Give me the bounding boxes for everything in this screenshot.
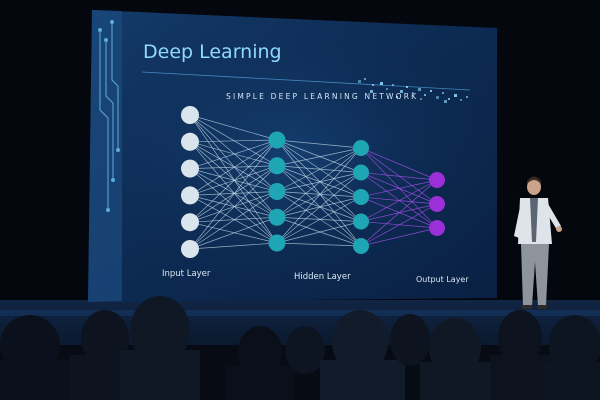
slide-title: Deep Learning: [143, 41, 282, 63]
network-edge: [360, 147, 438, 181]
hidden-2-node: [353, 189, 369, 205]
network-edge: [276, 147, 362, 244]
input-node: [181, 106, 199, 124]
network-edge: [189, 191, 278, 196]
network-edge: [276, 221, 362, 244]
network-edge: [276, 147, 362, 218]
network-edge: [189, 139, 278, 143]
network-edge: [276, 139, 362, 222]
dot-pattern-decoration: [358, 78, 468, 103]
network-edge: [360, 179, 438, 222]
network-edge: [276, 165, 362, 222]
network-edge: [189, 165, 278, 169]
hidden-2-node: [353, 164, 369, 181]
hidden-1-node: [268, 131, 286, 149]
network-edge: [276, 242, 362, 247]
output-node: [429, 196, 445, 212]
input-node: [181, 186, 199, 205]
network-edge: [276, 165, 362, 198]
network-edge: [276, 139, 362, 247]
network-edge: [276, 196, 362, 244]
network-edge: [360, 227, 438, 247]
presenter-trousers: [521, 244, 549, 306]
output-node: [429, 172, 445, 188]
network-edge: [189, 114, 278, 192]
network-edge: [276, 165, 362, 247]
input-node: [181, 159, 199, 178]
presenter: [514, 176, 562, 309]
network-edge: [276, 216, 362, 222]
network-edge: [276, 191, 362, 198]
title-underline: [141, 71, 471, 91]
network-edge: [189, 139, 278, 196]
output-node: [429, 220, 445, 236]
network-edge: [276, 191, 362, 222]
network-edge: [189, 114, 278, 167]
network-edge: [360, 203, 438, 247]
network-edge: [189, 195, 278, 244]
network-edge: [189, 168, 278, 218]
network-edge: [189, 221, 278, 244]
network-edge: [189, 114, 278, 141]
network-edge: [189, 168, 278, 244]
input-node: [181, 132, 199, 151]
network-edge: [276, 139, 362, 198]
network-edges: [189, 114, 438, 250]
network-edge: [189, 139, 278, 169]
network-edge: [189, 114, 278, 244]
hidden-1-node: [268, 208, 286, 226]
network-edge: [189, 168, 278, 192]
hidden-1-node: [268, 183, 286, 200]
network-edge: [189, 141, 278, 244]
network-edge: [276, 165, 362, 173]
network-edge: [189, 139, 278, 250]
presenter-head: [527, 179, 541, 195]
network-edge: [189, 195, 278, 218]
slide-side-panel: [88, 10, 122, 302]
hidden-layer-label: Hidden Layer: [294, 272, 351, 282]
hidden-1-node: [268, 157, 286, 175]
slide-subtitle: SIMPLE DEEP LEARNING NETWORK: [226, 92, 418, 101]
hidden-1-node: [268, 234, 286, 252]
network-edge: [276, 139, 362, 149]
network-edge: [276, 139, 362, 173]
hidden-2-node: [353, 140, 369, 156]
network-edge: [189, 141, 278, 167]
stage-edge: [0, 310, 600, 316]
network-edge: [189, 165, 278, 196]
audience-silhouettes: [0, 296, 600, 400]
hidden-2-node: [353, 238, 369, 254]
network-edge: [189, 242, 278, 250]
input-layer-label: Input Layer: [162, 269, 211, 279]
output-layer-label: Output Layer: [416, 275, 469, 284]
network-edge: [189, 216, 278, 223]
network-edge: [276, 172, 362, 244]
network-edge: [189, 139, 278, 223]
network-edge: [276, 147, 362, 167]
network-edge: [276, 172, 362, 192]
network-edge: [189, 141, 278, 218]
network-edge: [276, 191, 362, 247]
network-edge: [189, 114, 278, 218]
network-edge: [189, 165, 278, 250]
network-edge: [189, 216, 278, 250]
network-edge: [360, 179, 438, 247]
network-edge: [276, 196, 362, 218]
input-node: [181, 213, 199, 232]
input-node: [181, 240, 199, 258]
network-edge: [360, 179, 438, 198]
network-edge: [276, 216, 362, 247]
hidden-2-node: [353, 213, 369, 230]
network-edge: [276, 147, 362, 192]
network-edge: [189, 141, 278, 192]
network-edge: [360, 172, 438, 181]
network-nodes: [181, 106, 445, 258]
circuit-decoration: [98, 20, 120, 212]
network-edge: [189, 191, 278, 223]
network-edge: [276, 172, 362, 218]
network-edge: [189, 191, 278, 250]
